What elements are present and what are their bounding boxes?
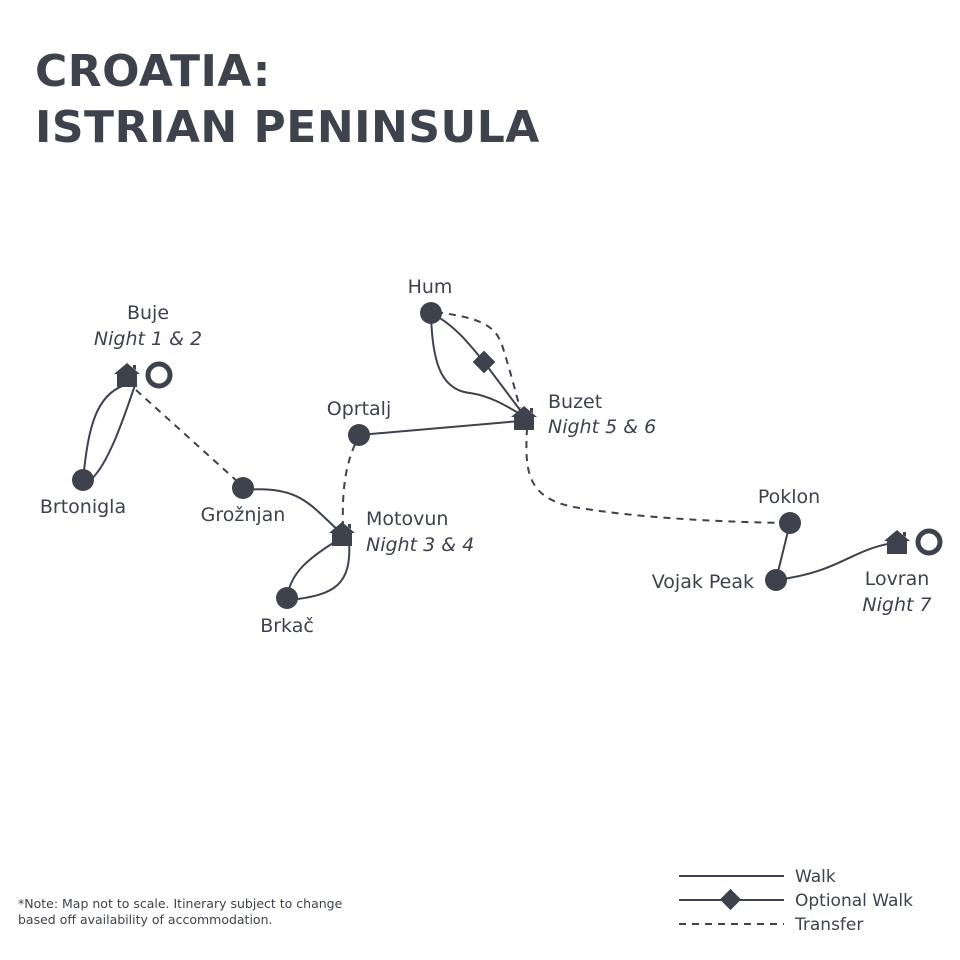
- legend-optional-label: Optional Walk: [795, 891, 913, 911]
- brtonigla-dot: [72, 469, 94, 491]
- title-line-1: CROATIA:: [35, 46, 271, 97]
- legend-walk-label: Walk: [795, 867, 836, 887]
- buzet-house-icon: [511, 406, 537, 430]
- buzet-label: Buzet: [548, 391, 602, 413]
- vojak-label: Vojak Peak: [652, 571, 754, 593]
- walk-buje-brtonigla-west: [82, 384, 126, 481]
- start-ring-icon: [145, 361, 173, 389]
- lovran-label: Lovran: [865, 568, 930, 590]
- disclaimer-note: *Note: Map not to scale. Itinerary subje…: [18, 896, 343, 927]
- walk-motovun-brkac-east: [289, 539, 351, 601]
- poklon-label: Poklon: [758, 486, 820, 508]
- map-title: CROATIA: ISTRIAN PENINSULA: [35, 44, 540, 156]
- walk-oprtalj-buzet: [358, 420, 521, 436]
- transfer-buje-groznjan: [135, 389, 239, 483]
- vojak-dot: [765, 569, 787, 591]
- oprtalj-dot: [348, 424, 370, 446]
- buje-night: Night 1 & 2: [94, 328, 202, 350]
- legend-diamond-icon: [719, 888, 742, 911]
- end-ring-icon: [915, 528, 943, 556]
- groznjan-label: Grožnjan: [201, 504, 286, 526]
- motovun-night: Night 3 & 4: [366, 534, 474, 556]
- legend-transfer-label: Transfer: [794, 915, 863, 935]
- walk-buje-brtonigla-east: [87, 381, 137, 483]
- hum-dot: [420, 302, 442, 324]
- lovran-night: Night 7: [862, 594, 931, 616]
- optional-walk-diamond: [472, 350, 496, 374]
- walk-groznjan-motovun: [242, 488, 341, 533]
- transfer-hum-buzet: [435, 311, 521, 409]
- lovran-house-icon: [884, 530, 910, 554]
- transfer-buzet-poklon: [525, 427, 789, 524]
- oprtalj-label: Oprtalj: [327, 398, 391, 420]
- brkac-dot: [276, 587, 298, 609]
- walk-vojak-lovran: [775, 542, 894, 581]
- buje-label: Buje: [127, 302, 169, 324]
- buzet-night: Night 5 & 6: [548, 416, 656, 438]
- poklon-dot: [779, 512, 801, 534]
- title-line-2: ISTRIAN PENINSULA: [35, 102, 540, 153]
- walk-hum-buzet: [430, 312, 521, 415]
- brkac-label: Brkač: [260, 615, 314, 637]
- groznjan-dot: [232, 477, 254, 499]
- transfer-motovun-oprtalj: [341, 439, 358, 529]
- buje-house-icon: [114, 363, 140, 387]
- legend: Walk Optional Walk Transfer: [679, 867, 913, 935]
- brtonigla-label: Brtonigla: [40, 496, 126, 518]
- motovun-label: Motovun: [366, 508, 448, 530]
- hum-label: Hum: [408, 276, 453, 298]
